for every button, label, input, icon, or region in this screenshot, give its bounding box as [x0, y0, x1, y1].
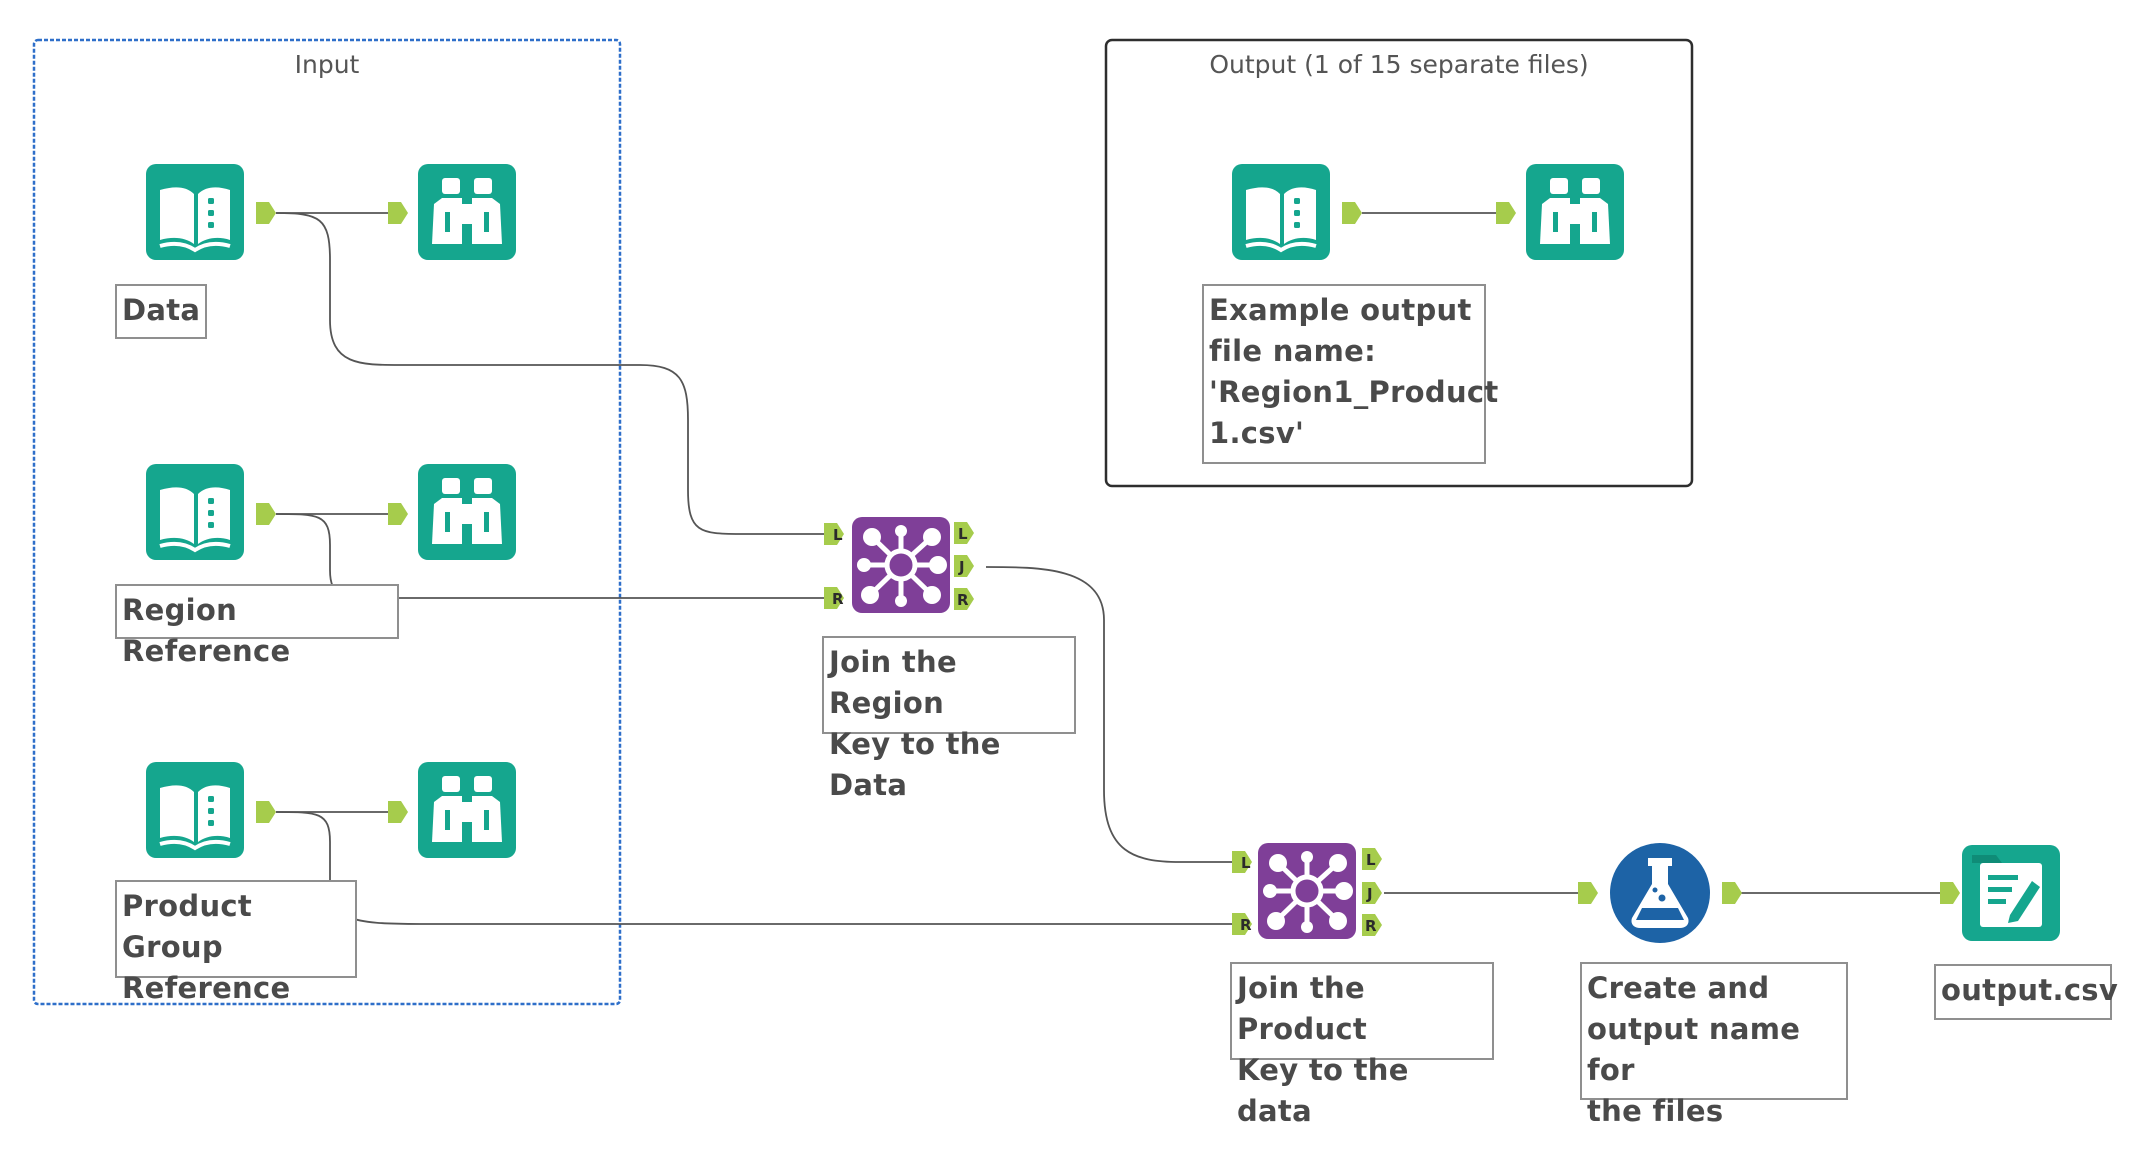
- example-output-line-4: 1.csv': [1209, 416, 1305, 450]
- data-browse-tool[interactable]: [388, 164, 516, 260]
- book-icon: [144, 462, 246, 562]
- output-container-title: Output (1 of 15 separate files): [1209, 50, 1588, 79]
- binoculars-icon: [1526, 164, 1624, 260]
- join-product-tool[interactable]: L R L J R: [1232, 843, 1382, 939]
- output-container[interactable]: Output (1 of 15 separate files): [1104, 38, 1694, 488]
- book-icon: [144, 760, 246, 860]
- formula-line-3: the files: [1587, 1094, 1724, 1128]
- port-label-l: L: [833, 526, 843, 544]
- region-browse-tool[interactable]: [388, 464, 516, 560]
- connectors: [275, 212, 1944, 925]
- output-file-label-text: output.csv: [1941, 973, 2119, 1007]
- join-product-line-2: Key to the data: [1237, 1053, 1409, 1128]
- port-label-r: R: [957, 591, 969, 609]
- join-region-tool[interactable]: L R L J R: [824, 517, 974, 613]
- binoculars-icon: [418, 762, 516, 858]
- example-input-tool[interactable]: [1230, 162, 1362, 262]
- book-icon: [144, 162, 246, 262]
- input-container-title: Input: [295, 50, 360, 79]
- input-port-anchor[interactable]: [388, 801, 408, 823]
- example-output-line-1: Example output: [1209, 293, 1472, 327]
- document-pencil-icon: [1962, 845, 2060, 941]
- binoculars-icon: [418, 464, 516, 560]
- connector-join-region-to-join-product[interactable]: [985, 566, 1234, 863]
- region-reference-label: Region Reference: [115, 584, 399, 668]
- input-port-anchor[interactable]: [388, 202, 408, 224]
- port-label-r: R: [1365, 917, 1377, 935]
- join-network-icon: [852, 517, 950, 613]
- formula-tool[interactable]: [1578, 843, 1742, 943]
- product-input-tool[interactable]: [144, 760, 276, 860]
- binoculars-icon: [418, 164, 516, 260]
- port-label-r: R: [832, 590, 844, 608]
- output-port-anchor[interactable]: [256, 202, 276, 224]
- example-output-line-2: file name:: [1209, 334, 1376, 368]
- port-label-j: J: [958, 558, 965, 576]
- product-group-reference-label: Product Group Reference: [115, 880, 357, 1005]
- output-port-anchor[interactable]: [256, 503, 276, 525]
- formula-label: Create and output name for the files: [1580, 962, 1848, 1128]
- data-label: Data: [115, 284, 207, 339]
- input-port-anchor[interactable]: [1940, 882, 1960, 904]
- output-port-anchor[interactable]: [1722, 882, 1742, 904]
- product-browse-tool[interactable]: [388, 762, 516, 858]
- port-label-r: R: [1240, 916, 1252, 934]
- data-input-tool[interactable]: [144, 162, 276, 262]
- product-group-line-2: Reference: [122, 971, 291, 1005]
- region-reference-label-text: Region Reference: [122, 593, 291, 668]
- output-file-tool[interactable]: [1940, 845, 2060, 941]
- join-region-line-1: Join the Region: [829, 645, 957, 720]
- product-group-line-1: Product Group: [122, 889, 253, 964]
- connector-data-join-left[interactable]: [275, 212, 826, 535]
- join-product-label: Join the Product Key to the data: [1230, 962, 1494, 1128]
- book-icon: [1230, 162, 1332, 262]
- join-region-line-2: Key to the Data: [829, 727, 1001, 802]
- example-browse-tool[interactable]: [1496, 164, 1624, 260]
- data-label-text: Data: [122, 293, 201, 327]
- input-port-anchor[interactable]: [388, 503, 408, 525]
- region-input-tool[interactable]: [144, 462, 276, 562]
- output-file-label: output.csv: [1934, 964, 2119, 1020]
- port-label-l: L: [958, 525, 968, 543]
- input-container[interactable]: Input: [32, 38, 622, 1006]
- formula-line-2: output name for: [1587, 1012, 1801, 1087]
- input-port-anchor[interactable]: [1496, 202, 1516, 224]
- output-port-anchor[interactable]: [256, 801, 276, 823]
- formula-line-1: Create and: [1587, 971, 1770, 1005]
- port-label-j: J: [1366, 885, 1373, 903]
- example-output-label: Example output file name: 'Region1_Produ…: [1202, 284, 1499, 464]
- flask-icon: [1610, 843, 1710, 943]
- output-port-anchor[interactable]: [1342, 202, 1362, 224]
- port-label-l: L: [1241, 854, 1251, 872]
- join-product-line-1: Join the Product: [1237, 971, 1368, 1046]
- join-region-label: Join the Region Key to the Data: [822, 636, 1076, 802]
- example-output-line-3: 'Region1_Product: [1209, 375, 1499, 409]
- join-network-icon: [1258, 843, 1356, 939]
- port-label-l: L: [1366, 851, 1376, 869]
- input-port-anchor[interactable]: [1578, 882, 1598, 904]
